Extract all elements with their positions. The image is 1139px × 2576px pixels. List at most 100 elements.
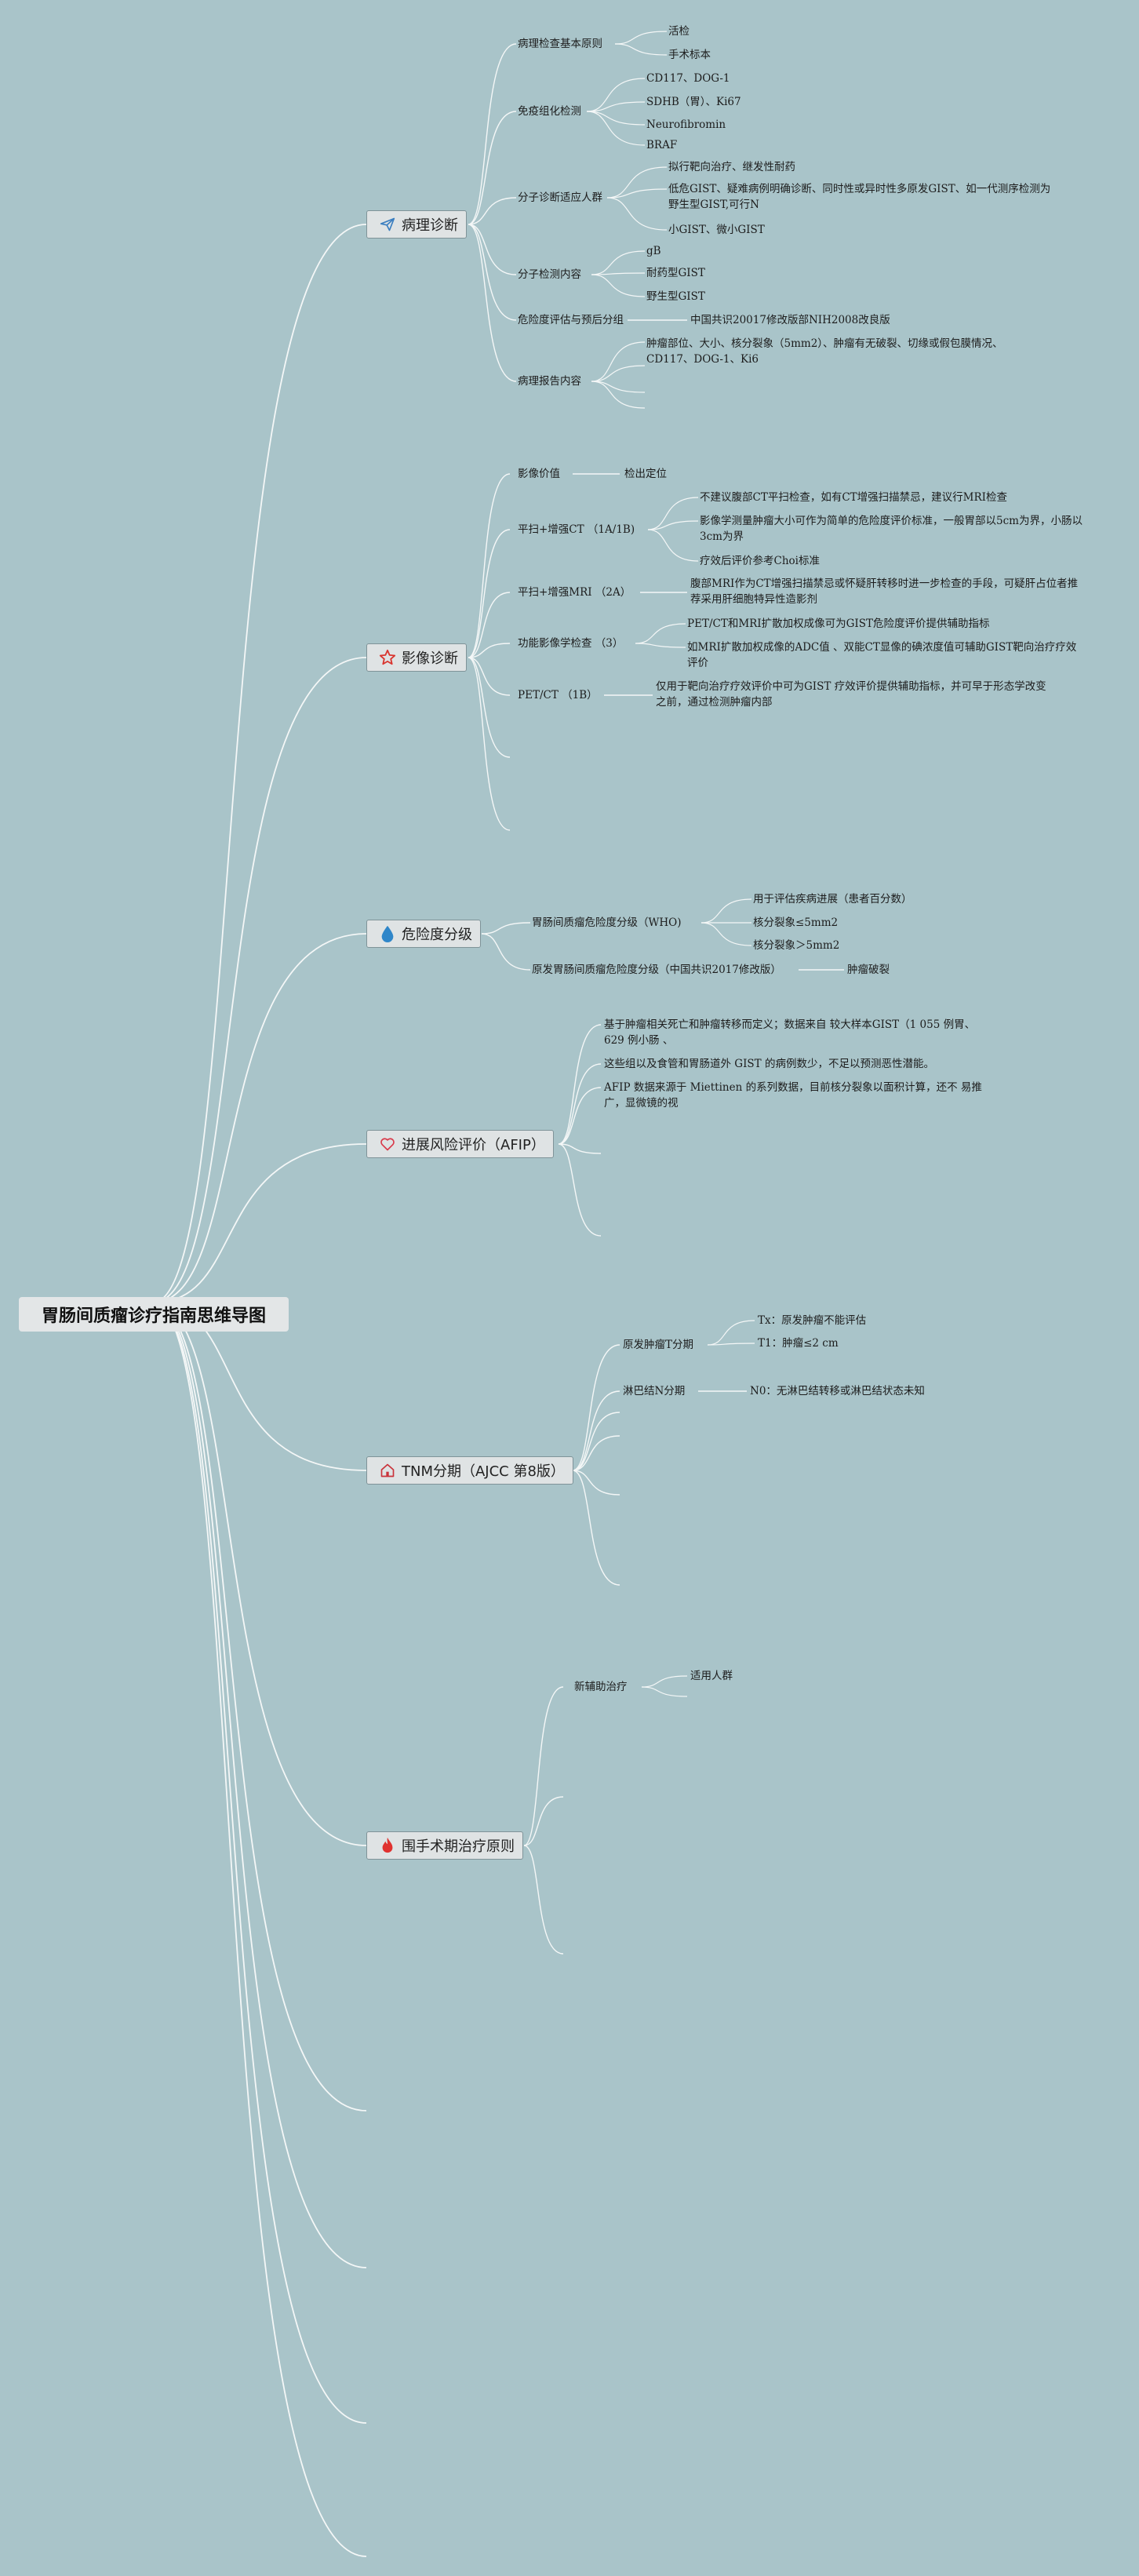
- connector: [641, 1686, 688, 1697]
- topic-ihc[interactable]: 免疫组化检测: [518, 105, 581, 118]
- topic-who-grading[interactable]: 胃肠间质瘤危险度分级（WHO): [532, 916, 682, 929]
- connector: [614, 43, 668, 56]
- connector: [591, 272, 646, 275]
- root-node[interactable]: 胃肠间质瘤诊疗指南思维导图: [19, 1297, 289, 1332]
- branch-risk-grading[interactable]: 危险度分级: [366, 920, 481, 948]
- branch-connector: [558, 1063, 602, 1145]
- leaf-functional-2[interactable]: 如MRI扩散加权成像的ADC值 、双能CT显像的碘浓度值可辅助GIST靶向治疗疗…: [687, 641, 1077, 669]
- branch-connector: [481, 922, 531, 935]
- leaf-ct-2[interactable]: 影像学测量肿瘤大小可作为简单的危险度评价标准，一般胃部以5cm为界，小肠以3cm…: [700, 515, 1083, 543]
- topic-ct[interactable]: 平扫+增强CT （1A/1B): [518, 523, 635, 536]
- branch-connector: [558, 1087, 602, 1145]
- leaf-rupture[interactable]: 肿瘤破裂: [847, 964, 890, 976]
- topic-molecular-content[interactable]: 分子检测内容: [518, 268, 581, 281]
- topic-t-stage[interactable]: 原发肿瘤T分期: [623, 1339, 694, 1351]
- branch-afip[interactable]: 进展风险评价（AFIP）: [366, 1130, 554, 1158]
- topic-n-stage[interactable]: 淋巴结N分期: [623, 1385, 686, 1397]
- topic-risk-assessment[interactable]: 危险度评估与预后分组: [518, 314, 624, 326]
- topic-functional-imaging[interactable]: 功能影像学检查 （3）: [518, 637, 624, 650]
- leaf-targeted-therapy[interactable]: 拟行靶向治疗、继发性耐药: [668, 161, 795, 173]
- connector: [635, 643, 686, 648]
- branch-connector: [468, 657, 511, 831]
- connector: [591, 381, 646, 409]
- connector: [591, 274, 646, 297]
- branch-connector: [558, 1143, 602, 1154]
- branch-label: TNM分期（AJCC 第8版）: [402, 1463, 565, 1480]
- leaf-report-content[interactable]: 肿瘤部位、大小、核分裂象（5mm2）、肿瘤有无破裂、切缘或假包膜情况、CD117…: [646, 337, 1003, 366]
- connector: [606, 166, 668, 199]
- branch-connector: [572, 1470, 620, 1496]
- leaf-mri[interactable]: 腹部MRI作为CT增强扫描禁忌或怀疑肝转移时进一步检查的手段，可疑肝占位者推荐采…: [690, 578, 1079, 606]
- branch-tnm[interactable]: TNM分期（AJCC 第8版）: [366, 1456, 573, 1485]
- connector: [591, 365, 646, 382]
- topic-neoadjuvant[interactable]: 新辅助治疗: [574, 1681, 628, 1693]
- topic-mri[interactable]: 平扫+增强MRI （2A）: [518, 586, 631, 599]
- leaf-detection[interactable]: 检出定位: [624, 468, 667, 480]
- root-connector: [152, 657, 367, 1303]
- leaf-indication[interactable]: 适用人群: [690, 1670, 733, 1682]
- leaf-progress[interactable]: 用于评估疾病进展（患者百分数）: [753, 893, 912, 905]
- branch-connector: [468, 657, 511, 696]
- leaf-low-risk-gist[interactable]: 低危GIST、疑难病例明确诊断、同时性或异时性多原发GIST、如一代测序检测为野…: [668, 183, 1051, 211]
- branch-pathology[interactable]: 病理诊断: [366, 210, 467, 239]
- branch-label: 病理诊断: [402, 217, 458, 234]
- connector: [647, 529, 699, 562]
- leaf-afip-source[interactable]: AFIP 数据来源于 Miettinen 的系列数据，目前核分裂象以面积计算，还…: [604, 1081, 982, 1109]
- leaf-sdhb[interactable]: SDHB（胃）、Ki67: [646, 96, 741, 108]
- connector: [586, 78, 646, 112]
- leaf-resistant-gist[interactable]: 耐药型GIST: [646, 267, 705, 279]
- connector: [701, 898, 752, 924]
- paper-plane-icon: [378, 215, 397, 234]
- branch-connector: [523, 1686, 564, 1846]
- root-connector: [152, 1302, 367, 2268]
- branch-perioperative[interactable]: 围手术期治疗原则: [366, 1831, 523, 1860]
- connector: [586, 101, 646, 112]
- connector: [701, 922, 752, 946]
- branch-connector: [468, 657, 511, 758]
- topic-china-consensus[interactable]: 原发胃肠间质瘤危险度分级（中国共识2017修改版）: [532, 964, 781, 976]
- leaf-n0[interactable]: N0：无淋巴结转移或淋巴结状态未知: [750, 1385, 925, 1397]
- branch-connector: [572, 1470, 620, 1586]
- branch-connector: [558, 1024, 602, 1145]
- root-connector: [152, 1143, 367, 1303]
- branch-connector: [468, 473, 511, 658]
- connector: [614, 31, 668, 45]
- leaf-surgical-specimen[interactable]: 手术标本: [668, 49, 711, 61]
- leaf-ct-1[interactable]: 不建议腹部CT平扫检查，如有CT增强扫描禁忌，建议行MRI检查: [700, 491, 1007, 504]
- topic-molecular-population[interactable]: 分子诊断适应人群: [518, 191, 602, 204]
- leaf-tx[interactable]: Tx：原发肿瘤不能评估: [758, 1314, 867, 1327]
- branch-connector: [558, 1143, 602, 1237]
- leaf-afip-limitation[interactable]: 这些组以及食管和胃肠道外 GIST 的病例数少，不足以预测恶性潜能。: [604, 1058, 934, 1070]
- connector: [647, 520, 699, 530]
- topic-pathology-report[interactable]: 病理报告内容: [518, 375, 581, 388]
- leaf-functional-1[interactable]: PET/CT和MRI扩散加权成像可为GIST危险度评价提供辅助指标: [687, 618, 990, 630]
- leaf-ct-3[interactable]: 疗效后评价参考Choi标准: [700, 555, 820, 567]
- leaf-mitosis-low[interactable]: 核分裂象≤5mm2: [753, 916, 839, 929]
- leaf-gb[interactable]: gB: [646, 245, 661, 257]
- leaf-petct[interactable]: 仅用于靶向治疗疗效评价中可为GIST 疗效评价提供辅助指标，并可早于形态学改变之…: [656, 680, 1046, 709]
- branch-label: 进展风险评价（AFIP）: [402, 1137, 545, 1153]
- leaf-mitosis-high[interactable]: 核分裂象＞5mm2: [753, 939, 840, 952]
- leaf-nih-2008[interactable]: 中国共识20017修改版部NIH2008改良版: [690, 314, 890, 326]
- branch-label: 危险度分级: [402, 927, 472, 943]
- branch-connector: [468, 224, 517, 382]
- leaf-cd117[interactable]: CD117、DOG-1: [646, 72, 730, 85]
- leaf-afip-definition[interactable]: 基于肿瘤相关死亡和肿瘤转移而定义；数据来自 较大样本GIST（1 055 例胃、…: [604, 1018, 976, 1047]
- branch-connector: [468, 224, 517, 321]
- leaf-neurofibromin[interactable]: Neurofibromin: [646, 118, 726, 131]
- leaf-t1[interactable]: T1：肿瘤≤2 cm: [758, 1337, 839, 1350]
- leaf-braf[interactable]: BRAF: [646, 139, 678, 151]
- branch-connector: [468, 592, 511, 658]
- topic-pathology-principles[interactable]: 病理检查基本原则: [518, 38, 602, 50]
- branch-connector: [572, 1412, 620, 1471]
- branch-connector: [572, 1390, 620, 1471]
- branch-imaging[interactable]: 影像诊断: [366, 643, 467, 672]
- topic-petct[interactable]: PET/CT （1B）: [518, 689, 598, 701]
- leaf-wildtype-gist[interactable]: 野生型GIST: [646, 290, 705, 303]
- house-icon: [378, 1461, 397, 1480]
- topic-imaging-value[interactable]: 影像价值: [518, 468, 560, 480]
- leaf-biopsy[interactable]: 活检: [668, 25, 690, 38]
- leaf-small-gist[interactable]: 小GIST、微小GIST: [668, 224, 765, 236]
